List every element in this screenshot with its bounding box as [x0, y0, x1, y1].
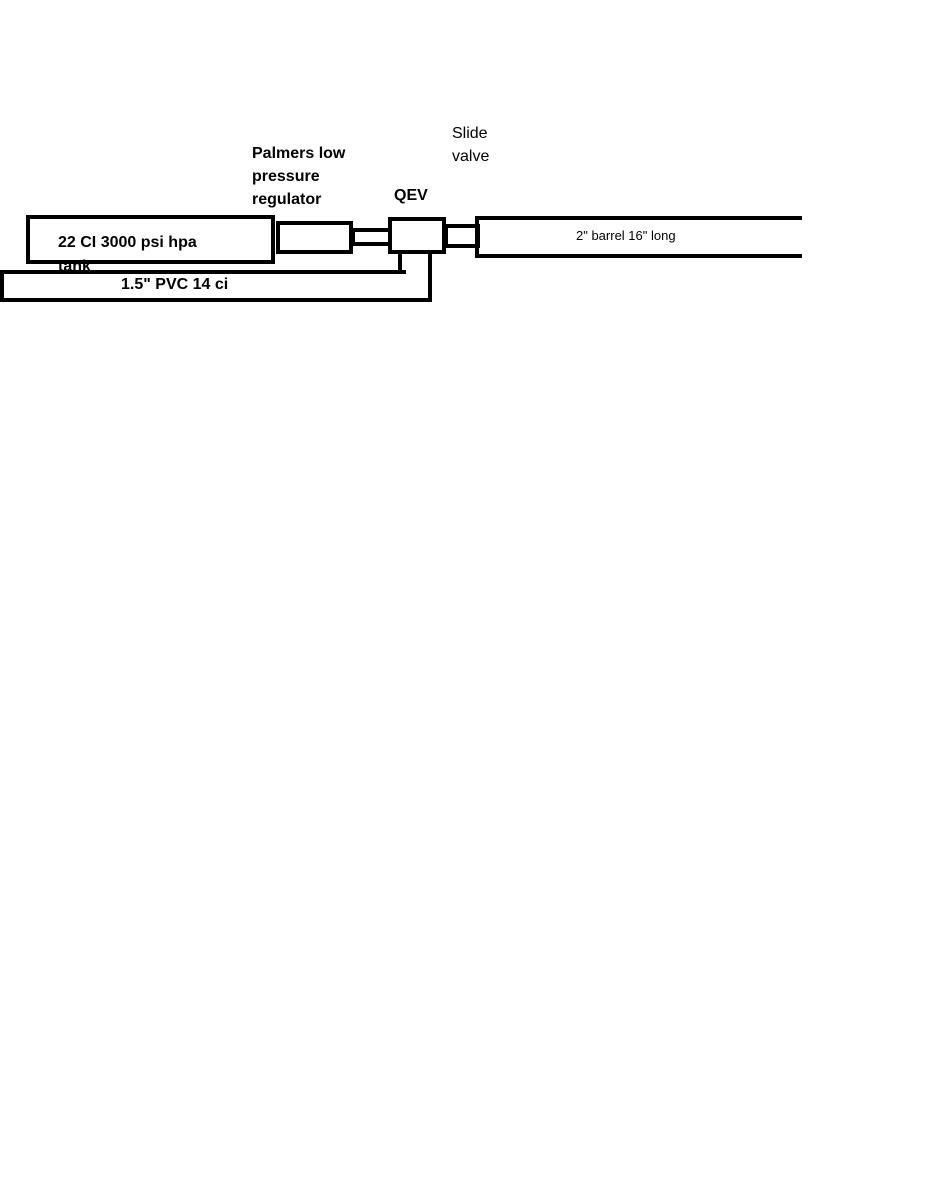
- regulator-label-line2: pressure: [252, 168, 320, 185]
- regulator-label-line3: regulator: [252, 191, 321, 208]
- tank-label-line1: 22 CI 3000 psi hpa: [58, 234, 197, 251]
- slide-valve-label-line2: valve: [452, 148, 489, 165]
- slide-valve-label-line1: Slide: [452, 125, 488, 142]
- regulator-label-line1: Palmers low: [252, 145, 346, 162]
- hpa-tank: [26, 215, 275, 264]
- regulator-body: [276, 221, 353, 254]
- slide-valve-fitting: [444, 224, 480, 248]
- pvc-chamber-outline: [0, 250, 432, 302]
- qev-body: [388, 217, 446, 254]
- regulator-to-qev-fitting: [351, 228, 392, 246]
- barrel-label: 2" barrel 16" long: [576, 228, 676, 243]
- qev-label: QEV: [394, 187, 428, 204]
- pvc-label: 1.5" PVC 14 ci: [121, 276, 228, 293]
- barrel-pipe: [475, 216, 802, 258]
